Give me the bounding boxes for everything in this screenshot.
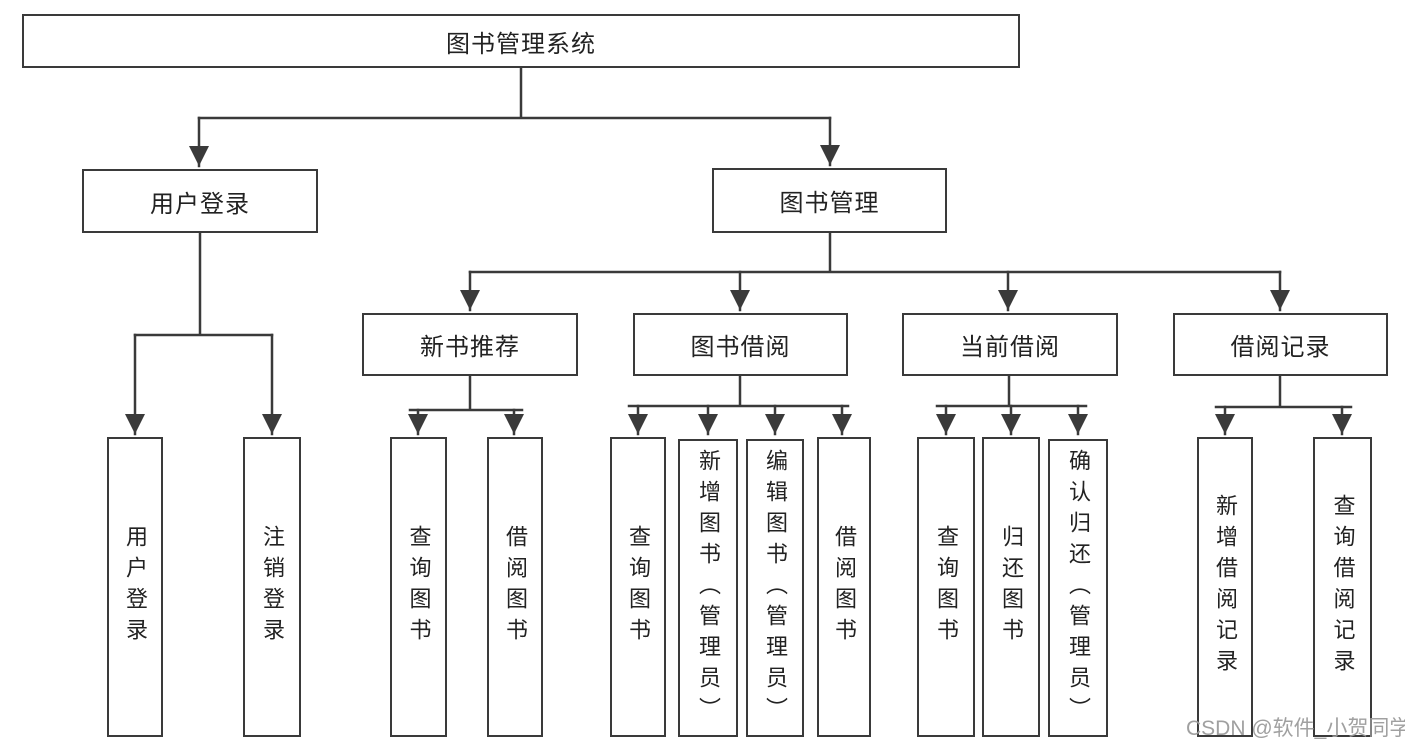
node-label: 查询图书 (406, 525, 432, 649)
leaf-return-book: 归还图书 (982, 437, 1040, 737)
node-user-login: 用户登录 (82, 169, 318, 233)
leaf-borrow-books-borrow: 借阅图书 (817, 437, 871, 737)
node-label: 用户登录 (150, 190, 250, 218)
node-label: 归还图书 (999, 525, 1024, 649)
node-label: 新增借阅记录 (1213, 494, 1238, 680)
node-borrowing-records: 借阅记录 (1173, 313, 1388, 376)
leaf-edit-book-admin: 编辑图书（管理员） (746, 439, 804, 737)
csdn-watermark: CSDN @软件_小贺同学 (1186, 717, 1405, 740)
leaf-confirm-return-admin: 确认归还（管理员） (1048, 439, 1108, 737)
node-label: 当前借阅 (960, 334, 1060, 361)
node-label: 用户登录 (123, 525, 148, 649)
leaf-query-books-recommend: 查询图书 (390, 437, 447, 737)
node-label: 图书管理 (779, 190, 880, 217)
node-book-management-system: 图书管理系统 (22, 14, 1020, 68)
leaf-query-books-borrow: 查询图书 (610, 437, 666, 737)
leaf-logout: 注销登录 (243, 437, 301, 737)
node-label: 编辑图书（管理员） (763, 448, 788, 728)
leaf-add-book-admin: 新增图书（管理员） (678, 439, 738, 737)
node-label: 借阅图书 (503, 525, 528, 649)
node-label: 图书管理系统 (446, 30, 596, 58)
node-label: 借阅图书 (832, 525, 857, 649)
node-label: 查询借阅记录 (1330, 494, 1356, 680)
node-label: 注销登录 (260, 525, 285, 649)
node-book-borrowing: 图书借阅 (633, 313, 848, 376)
node-label: 新增图书（管理员） (696, 448, 721, 728)
node-label: 图书借阅 (690, 334, 791, 361)
leaf-query-books-current: 查询图书 (917, 437, 975, 737)
node-label: 查询图书 (626, 525, 651, 649)
node-current-borrowing: 当前借阅 (902, 313, 1118, 376)
leaf-query-borrow-record: 查询借阅记录 (1313, 437, 1372, 737)
leaf-borrow-books-recommend: 借阅图书 (487, 437, 543, 737)
node-label: 新书推荐 (420, 334, 520, 361)
node-label: 查询图书 (934, 525, 959, 649)
node-book-management: 图书管理 (712, 168, 947, 233)
leaf-user-login: 用户登录 (107, 437, 163, 737)
leaf-add-borrow-record: 新增借阅记录 (1197, 437, 1253, 737)
node-new-book-recommend: 新书推荐 (362, 313, 578, 376)
node-label: 确认归还（管理员） (1066, 448, 1091, 728)
node-label: 借阅记录 (1230, 334, 1331, 361)
